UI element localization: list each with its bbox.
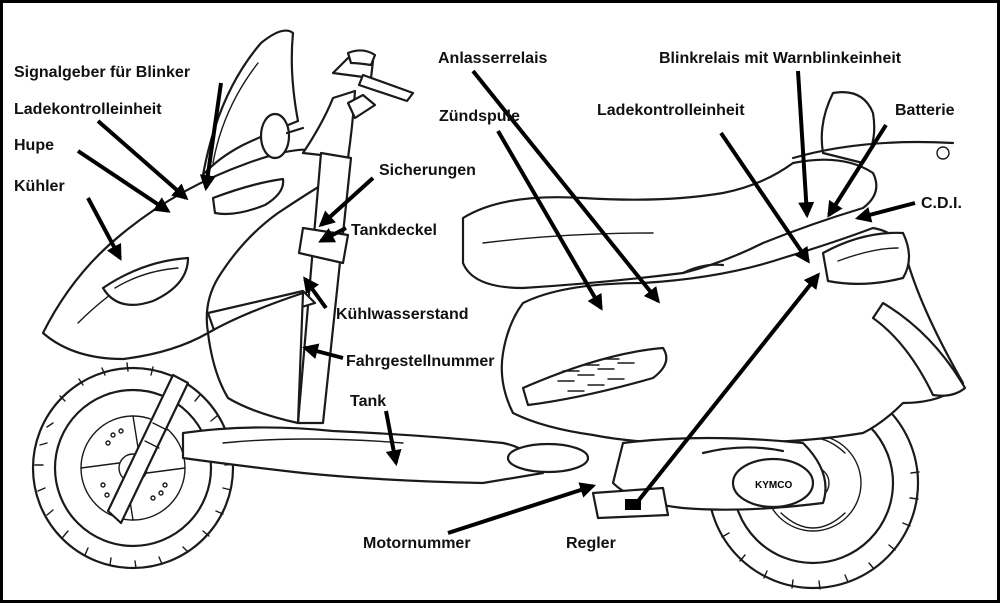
- scooter-diagram: KYMCO Signalgeber für Blinker Ladekontro…: [14, 29, 967, 590]
- label-fahrgestellnummer: Fahrgestellnummer: [346, 353, 494, 370]
- label-zuendspule: Zündspule: [439, 108, 520, 125]
- label-ladekontrolle-left: Ladekontrolleinheit: [14, 101, 162, 118]
- scooter-illustration: KYMCO: [31, 29, 967, 590]
- label-sicherungen: Sicherungen: [379, 162, 476, 179]
- label-motornummer: Motornummer: [363, 535, 471, 552]
- brand-mark: KYMCO: [755, 480, 792, 491]
- floorboard: [181, 426, 545, 485]
- label-cdi: C.D.I.: [921, 195, 962, 212]
- label-kuehlwasserstand: Kühlwasserstand: [336, 306, 468, 323]
- handlebar: [301, 89, 357, 160]
- label-batterie: Batterie: [895, 102, 955, 119]
- label-blinkrelais: Blinkrelais mit Warnblinkeinheit: [659, 50, 902, 67]
- label-regler: Regler: [566, 535, 616, 552]
- label-anlasserrelais: Anlasserrelais: [438, 50, 548, 67]
- leader-arrows: [76, 69, 916, 535]
- label-kuehler: Kühler: [14, 178, 65, 195]
- label-signalgeber: Signalgeber für Blinker: [14, 64, 190, 81]
- label-tankdeckel: Tankdeckel: [351, 222, 437, 239]
- front-wheel: [31, 362, 235, 570]
- label-hupe: Hupe: [14, 137, 54, 154]
- side-vents: [521, 346, 668, 407]
- windshield: [201, 29, 300, 177]
- seat: [461, 158, 878, 290]
- label-ladekontrolle-right: Ladekontrolleinheit: [597, 102, 745, 119]
- leg-shield: [206, 291, 305, 425]
- label-tank: Tank: [350, 393, 386, 410]
- labels: Signalgeber für Blinker Ladekontrolleinh…: [14, 50, 962, 552]
